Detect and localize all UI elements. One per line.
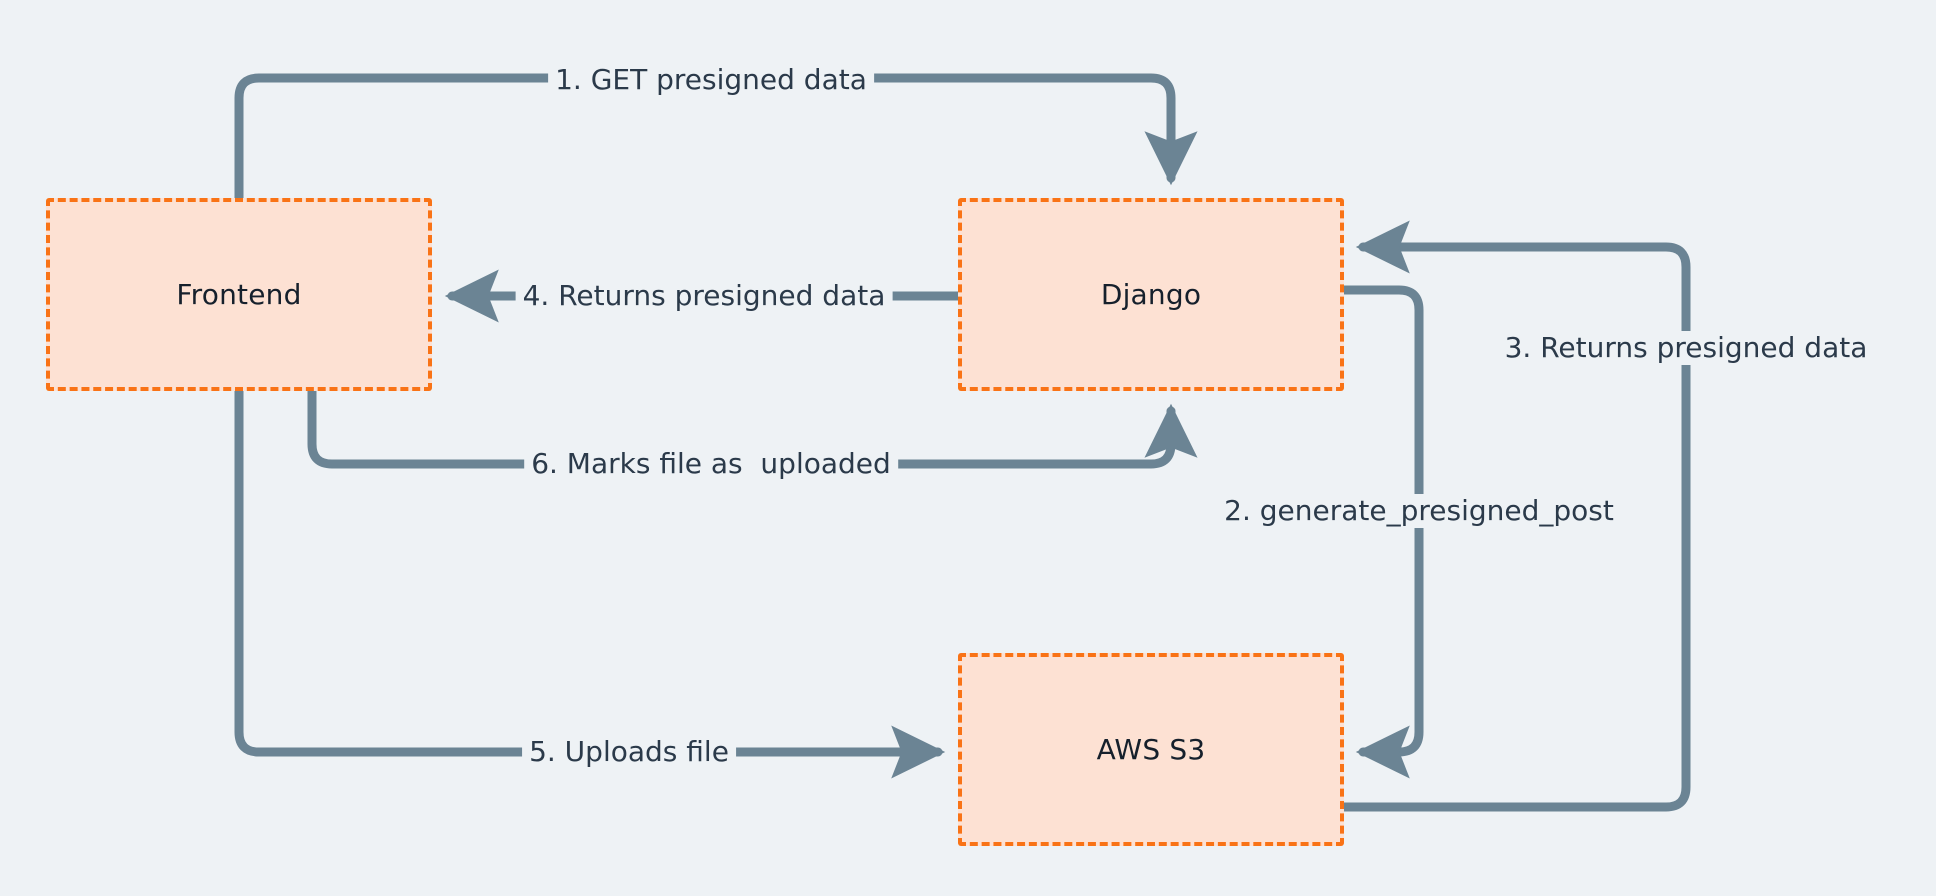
- node-frontend[interactable]: Frontend: [46, 198, 432, 391]
- connector-edge-3: [1338, 220, 1691, 812]
- edge-label-5: 5. Uploads file: [522, 735, 736, 769]
- node-frontend-label: Frontend: [176, 278, 302, 311]
- connector-edge-5: [234, 386, 946, 779]
- node-django[interactable]: Django: [958, 198, 1344, 391]
- node-aws-s3[interactable]: AWS S3: [958, 653, 1344, 846]
- node-django-label: Django: [1100, 278, 1202, 311]
- node-aws-s3-label: AWS S3: [1096, 733, 1206, 766]
- edge-label-3: 3. Returns presigned data: [1497, 331, 1875, 365]
- edge-label-4: 4. Returns presigned data: [515, 279, 893, 313]
- edge-label-6: 6. Marks file as uploaded: [524, 447, 898, 481]
- edge-label-2: 2. generate_presigned_post: [1217, 494, 1621, 528]
- edge-label-1: 1. GET presigned data: [548, 63, 874, 97]
